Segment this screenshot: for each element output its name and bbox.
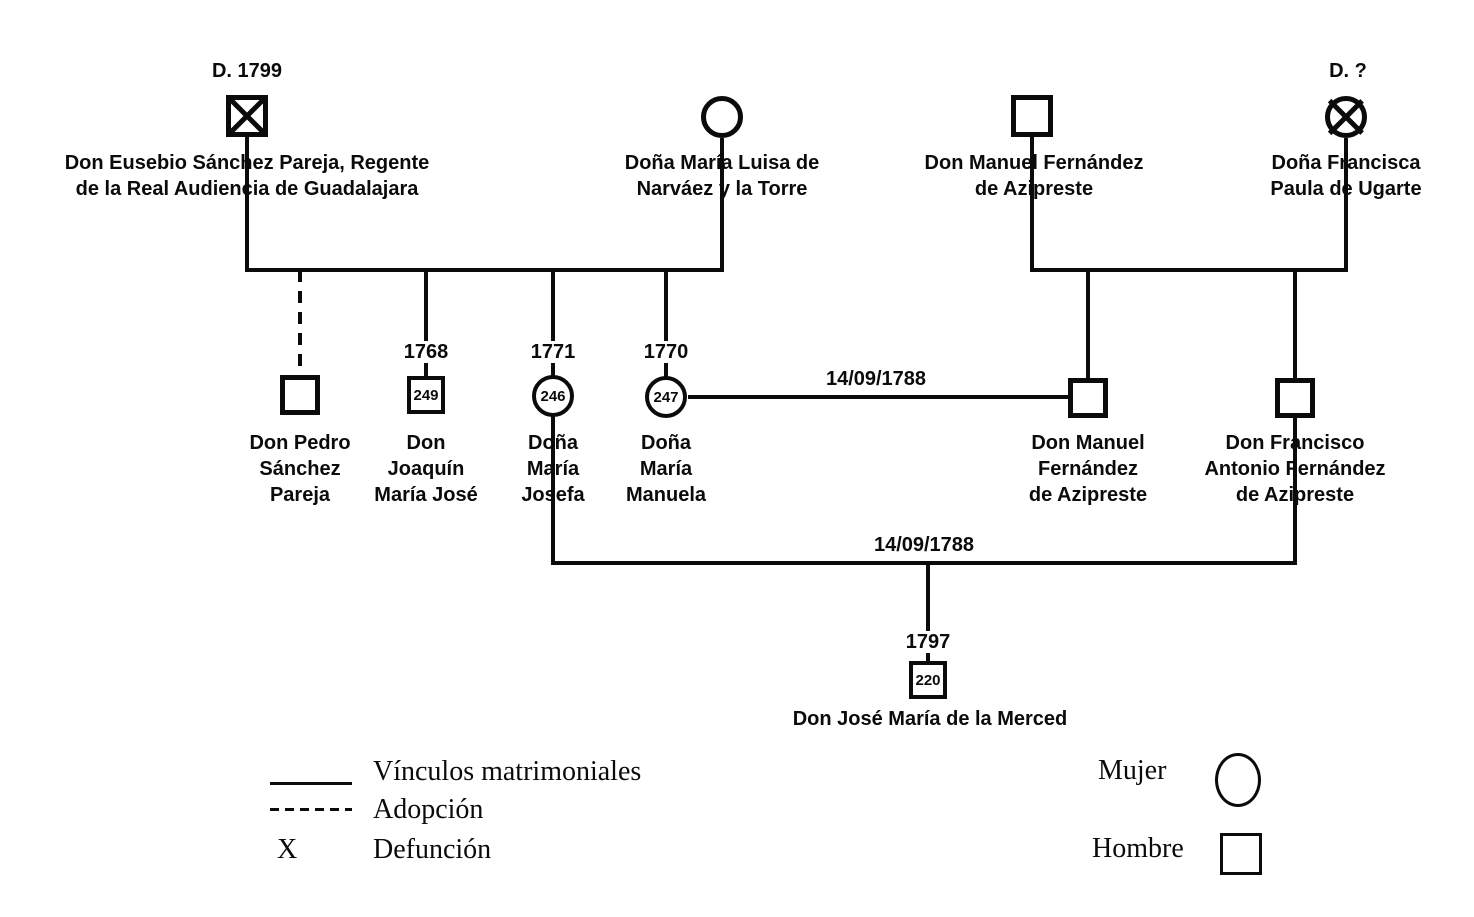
person-id-jose-maria: 220 — [915, 671, 941, 689]
descent-line-maria-luisa — [720, 138, 724, 268]
female-symbol-maria-josefa: 246 — [532, 375, 574, 417]
descent-line-jose-maria — [926, 565, 930, 661]
marriage-drop-francisco — [1293, 418, 1297, 563]
person-id-maria-josefa: 246 — [540, 387, 566, 405]
person-name-maria-manuela: Doña María Manuela — [625, 432, 707, 506]
person-name-joaquin: Don Joaquín María José — [374, 432, 478, 506]
descent-line-francisca — [1344, 138, 1348, 268]
person-id-maria-manuela: 247 — [653, 388, 679, 406]
legend-adoption-line-sample — [270, 808, 352, 811]
birth-year-maria-josefa: 1771 — [527, 341, 579, 363]
legend-death-symbol: X — [277, 834, 298, 865]
marriage-line-josefa-francisco — [551, 561, 1297, 565]
marriage-drop-maria-josefa — [551, 416, 555, 563]
person-name-eusebio: Don Eusebio Sánchez Pareja, Regente de l… — [64, 152, 430, 200]
male-deceased-symbol-eusebio — [226, 95, 268, 137]
legend-male-symbol — [1220, 833, 1262, 875]
marriage-date-manuela-manuel-jr: 14/09/1788 — [822, 368, 930, 390]
legend-female-label: Mujer — [1098, 755, 1167, 786]
person-name-manuel-jr: Don Manuel Fernández de Azipreste — [1028, 432, 1148, 506]
descent-line-manuel-jr — [1086, 270, 1090, 378]
person-name-pedro: Don Pedro Sánchez Pareja — [249, 432, 351, 506]
person-name-maria-luisa: Doña María Luisa de Narváez y la Torre — [624, 152, 820, 200]
legend-marriage-label: Vínculos matrimoniales — [373, 756, 642, 787]
descent-line-francisco — [1293, 270, 1297, 378]
descent-line-joaquin — [424, 270, 428, 376]
male-symbol-francisco — [1275, 378, 1315, 418]
legend-death-label: Defunción — [373, 834, 492, 865]
male-symbol-manuel-jr — [1068, 378, 1108, 418]
person-name-manuel-sr: Don Manuel Fernández de Azipreste — [924, 152, 1144, 200]
death-label-eusebio: D. 1799 — [208, 60, 286, 82]
descent-line-maria-manuela — [664, 270, 668, 377]
legend-adoption-label: Adopción — [373, 794, 484, 825]
person-name-maria-josefa: Doña María Josefa — [521, 432, 585, 506]
female-symbol-maria-luisa — [701, 96, 743, 138]
male-symbol-manuel-sr — [1011, 95, 1053, 137]
legend-female-symbol — [1215, 753, 1261, 807]
male-symbol-pedro — [280, 375, 320, 415]
female-symbol-maria-manuela: 247 — [645, 376, 687, 418]
female-deceased-symbol-francisca — [1325, 96, 1367, 138]
marriage-line-eusebio-maria-luisa — [245, 268, 724, 272]
person-id-joaquin: 249 — [413, 386, 439, 404]
adoption-line-pedro — [298, 270, 302, 375]
birth-year-maria-manuela: 1770 — [640, 341, 692, 363]
male-symbol-jose-maria: 220 — [909, 661, 947, 699]
birth-year-jose-maria: 1797 — [902, 631, 954, 653]
legend-marriage-line-sample — [270, 782, 352, 785]
descent-line-eusebio — [245, 137, 249, 268]
person-name-francisca: Doña Francisca Paula de Ugarte — [1270, 152, 1422, 200]
marriage-line-manuela-manuel-jr — [688, 395, 1068, 399]
birth-year-joaquin: 1768 — [400, 341, 452, 363]
male-symbol-joaquin: 249 — [407, 376, 445, 414]
person-name-francisco: Don Francisco Antonio Fernández de Azipr… — [1204, 432, 1386, 506]
descent-line-maria-josefa — [551, 270, 555, 376]
death-label-francisca: D. ? — [1326, 60, 1370, 82]
marriage-line-manuel-sr-francisca — [1030, 268, 1348, 272]
marriage-date-josefa-francisco: 14/09/1788 — [870, 534, 978, 556]
legend-male-label: Hombre — [1092, 833, 1184, 864]
person-name-jose-maria: Don José María de la Merced — [792, 708, 1068, 730]
descent-line-manuel-sr — [1030, 137, 1034, 268]
